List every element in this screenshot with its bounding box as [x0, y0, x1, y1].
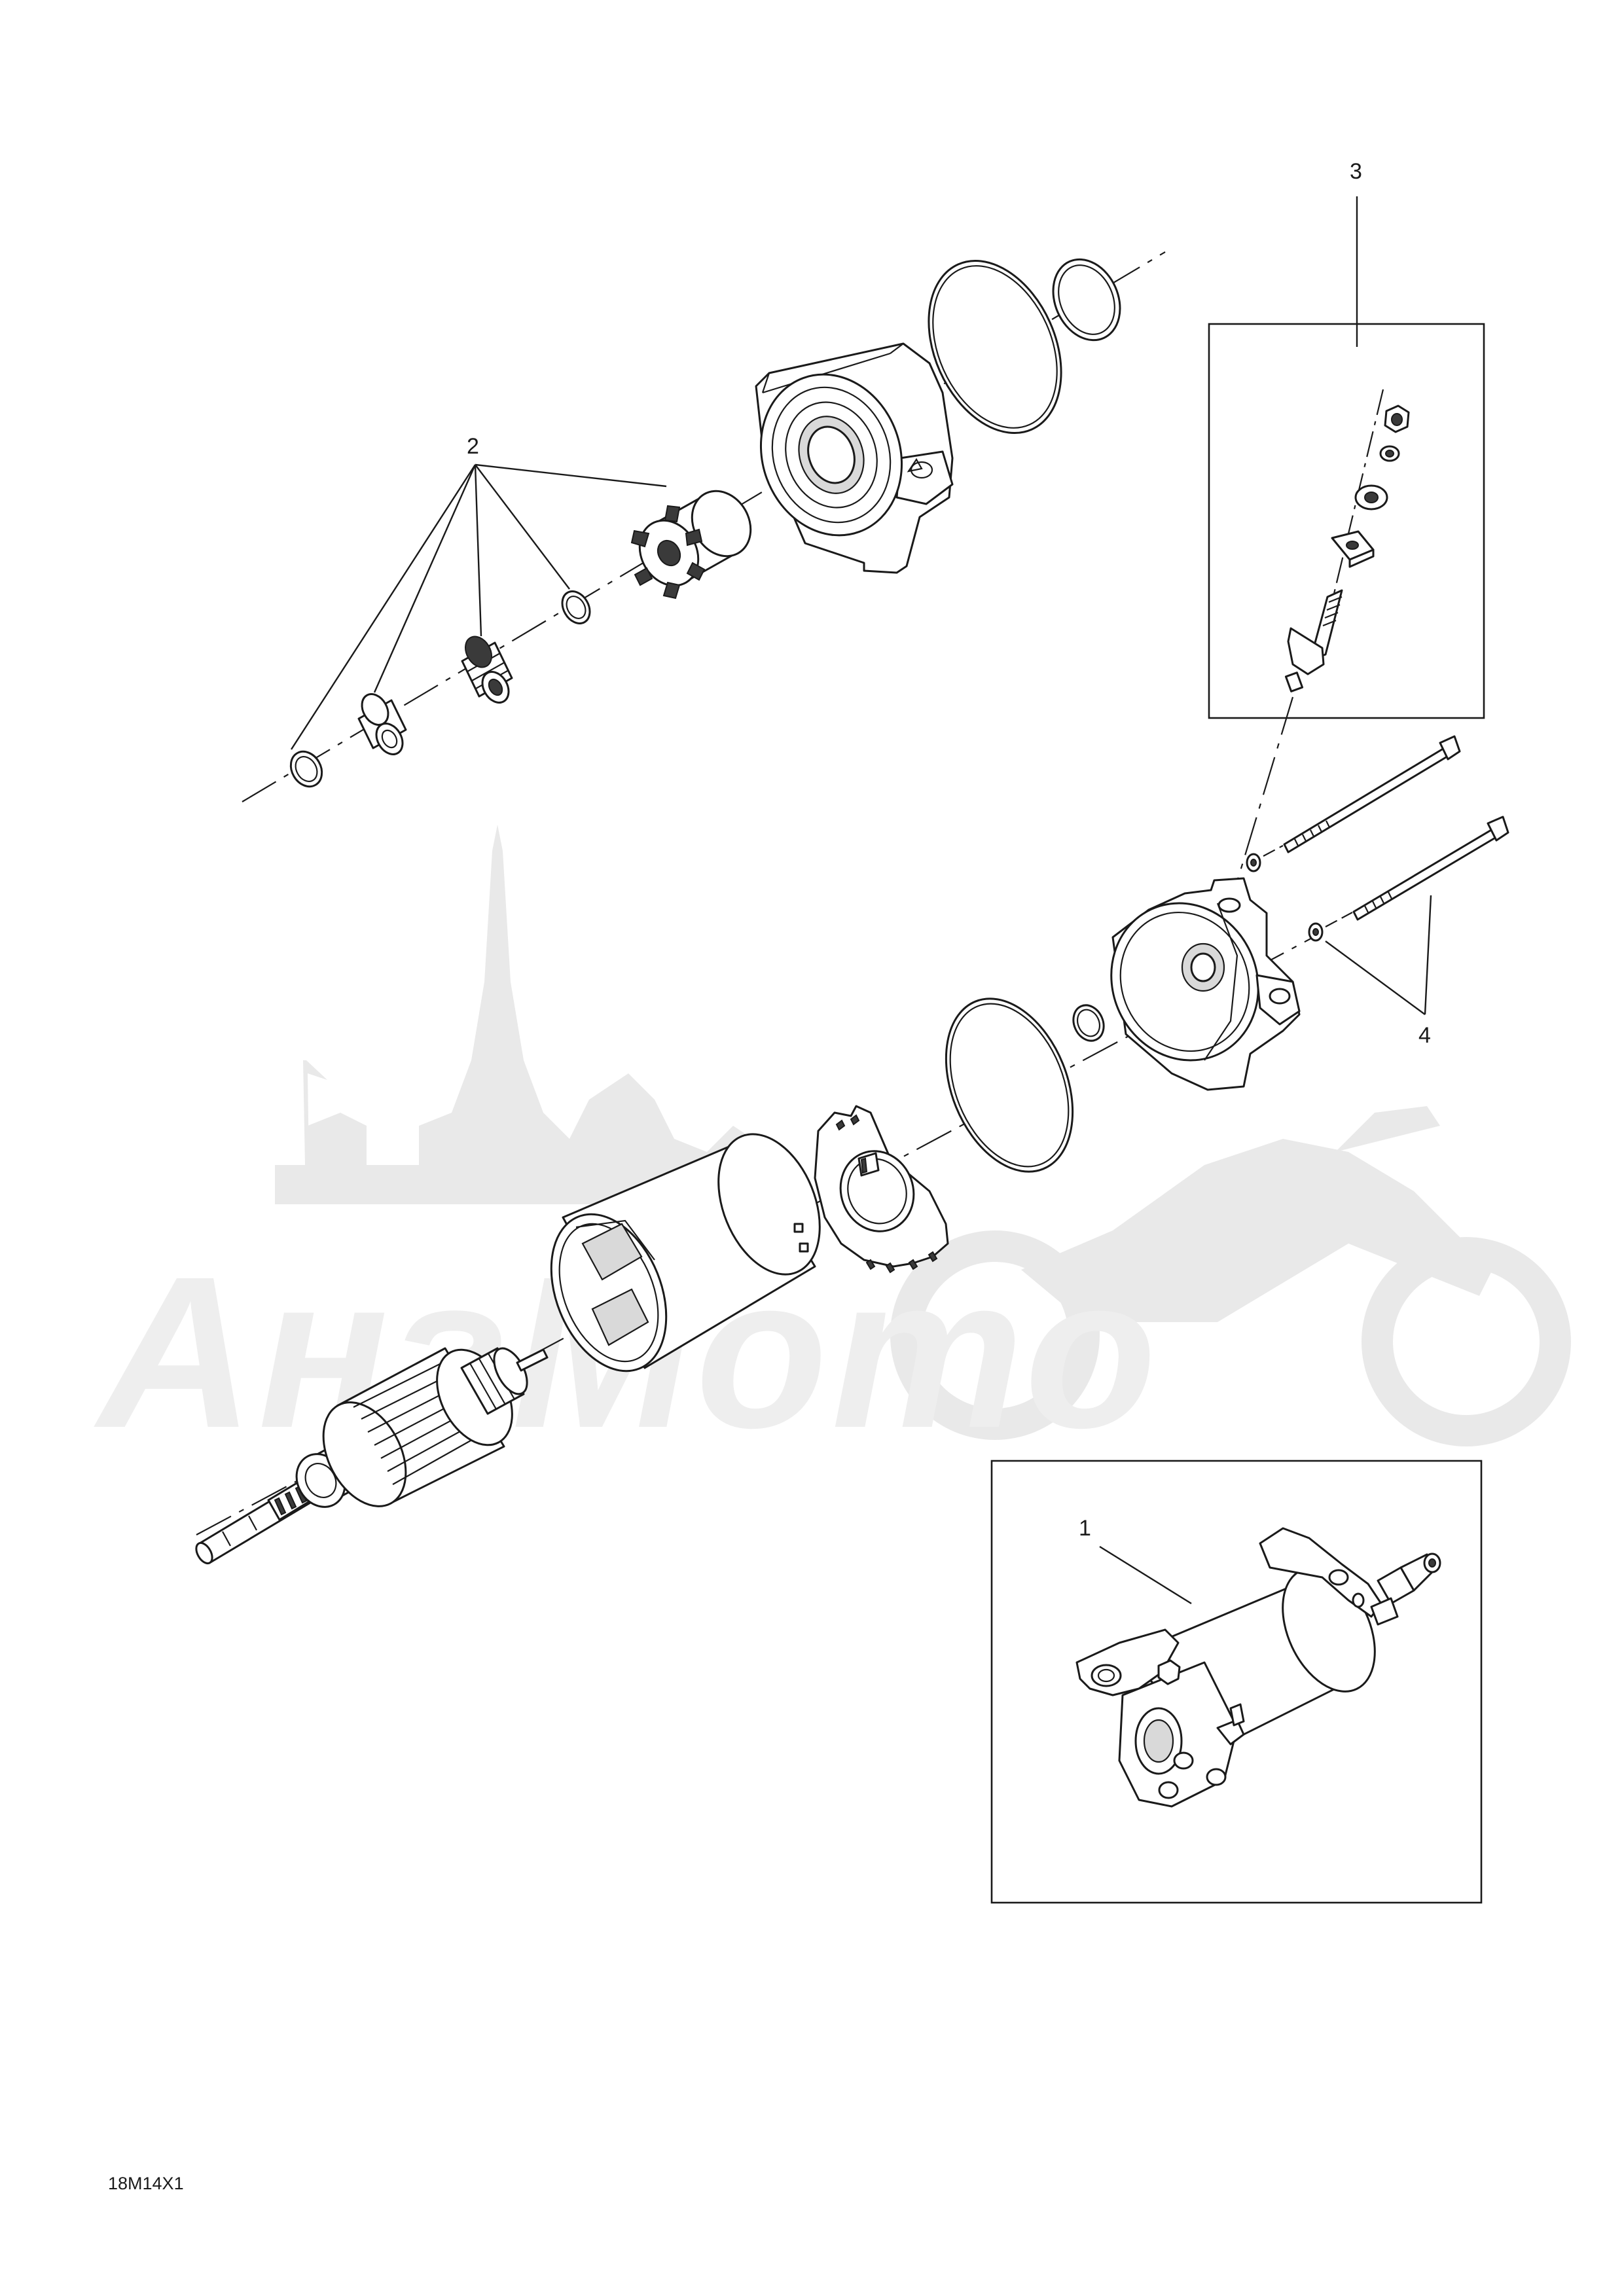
terminal-bolt [1284, 589, 1343, 692]
terminal-lock-washer [1379, 445, 1400, 462]
armature [195, 1347, 549, 1565]
o-ring-small-lower [1072, 1004, 1105, 1042]
through-bolt-washer-upper [1246, 853, 1261, 872]
watermark-motorcycle [890, 1106, 1571, 1446]
o-ring-large-upper [928, 259, 1062, 435]
brush-plate [814, 1105, 949, 1274]
yoke-housing [550, 1133, 821, 1372]
terminal-insulator [1331, 530, 1375, 568]
commutator-end-housing [1110, 877, 1301, 1091]
watermark-skyline [275, 825, 785, 1204]
callout-2-label: 2 [467, 434, 479, 459]
drawing-code: 18M14X1 [108, 2174, 184, 2193]
callout-4-label: 4 [1418, 1023, 1431, 1048]
callout-2-leaders [290, 463, 667, 750]
o-ring-small-upper [1052, 258, 1121, 342]
starter-assembly-frame [990, 1460, 1483, 1904]
centerline-terminal [1229, 696, 1294, 904]
retaining-ring-upper [561, 590, 591, 624]
starter-assembly [1075, 1527, 1441, 1808]
through-bolt-lower [1352, 816, 1509, 921]
callout-1-leader [1099, 1545, 1192, 1605]
pinion-drive-gear [630, 490, 752, 600]
watermark-flag [303, 1060, 327, 1165]
terminal-washer [1354, 484, 1388, 511]
drive-end-housing [755, 342, 954, 574]
retaining-ring-small [289, 750, 323, 788]
spring [461, 636, 513, 704]
terminal-nut [1384, 404, 1410, 433]
callout-1-label: 1 [1079, 1516, 1091, 1541]
bushing [357, 693, 407, 755]
o-ring-large-lower [945, 997, 1074, 1173]
through-bolt-upper [1283, 735, 1461, 853]
through-bolt-washer-lower [1308, 922, 1324, 942]
terminal-kit-parts [1284, 389, 1410, 692]
terminal-kit-frame [1208, 323, 1485, 719]
callout-4-leaders [1325, 895, 1432, 1015]
callout-3-label: 3 [1350, 159, 1362, 184]
